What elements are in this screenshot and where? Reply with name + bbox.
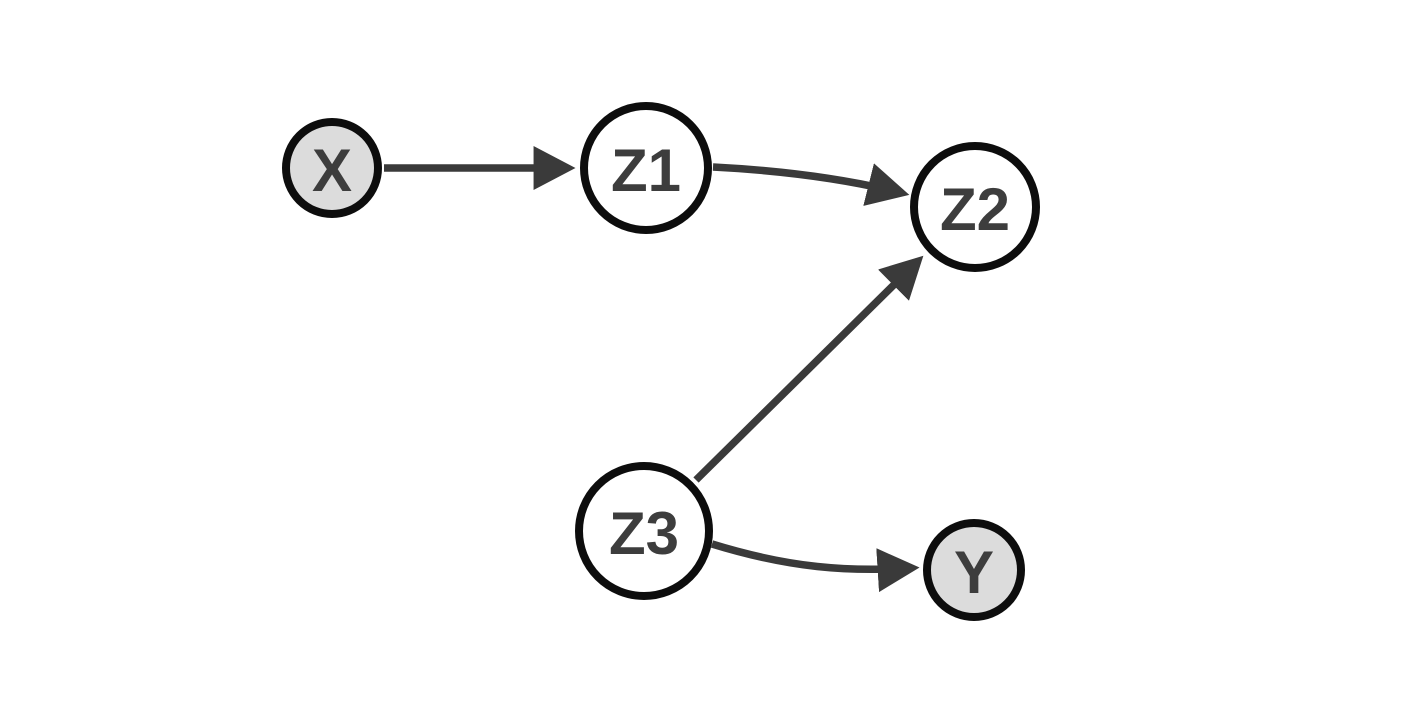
node-label-X: X	[312, 137, 352, 204]
node-circle-X	[282, 118, 382, 218]
node-Z3: Z3	[575, 462, 713, 600]
node-label-Z3: Z3	[609, 500, 679, 567]
edge-Z3-to-Y	[710, 540, 920, 593]
node-label-Z1: Z1	[611, 137, 681, 204]
node-circle-Z2	[910, 142, 1040, 272]
node-circle-Z1	[580, 102, 712, 234]
node-Y: Y	[923, 519, 1025, 621]
node-label-Y: Y	[954, 539, 994, 606]
node-label-Z2: Z2	[940, 176, 1010, 243]
edge-Z3-to-Z2	[693, 255, 924, 483]
node-Z2: Z2	[910, 142, 1040, 272]
node-circle-Y	[923, 519, 1025, 621]
node-circle-Z3	[575, 462, 713, 600]
edge-Z1-to-Z2	[712, 163, 910, 206]
node-Z1: Z1	[580, 102, 712, 234]
node-X: X	[282, 118, 382, 218]
